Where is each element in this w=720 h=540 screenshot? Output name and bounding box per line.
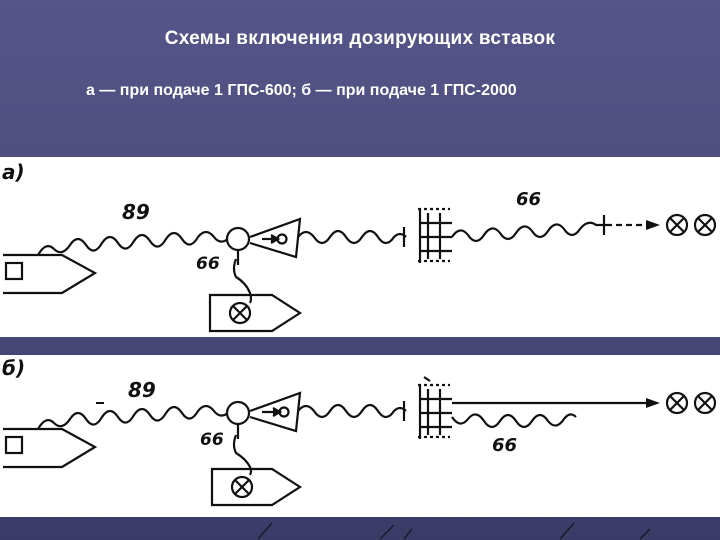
diagram-a-label: а) xyxy=(2,160,25,184)
hose-main-label: 89 xyxy=(128,378,156,402)
slide-title: Схемы включения дозирующих вставок xyxy=(164,28,556,49)
hose-middle xyxy=(297,403,407,419)
hose-out xyxy=(451,221,606,243)
manifold-comb xyxy=(418,376,452,439)
pump-truck xyxy=(3,427,98,469)
hose-main xyxy=(37,230,229,256)
dosing-insert xyxy=(249,391,302,433)
foam-tank-truck xyxy=(208,293,303,333)
hose-branch xyxy=(232,250,253,304)
diagram-a-panel: а) 89 xyxy=(0,157,720,337)
hose-out-label: 66 xyxy=(492,435,517,456)
hose-branch-label: 66 xyxy=(200,430,224,450)
diagram-b-svg: б) 89 xyxy=(2,356,717,507)
distributor-circle xyxy=(225,400,251,426)
hose-main-label: 89 xyxy=(122,200,150,224)
hose-out-label: 66 xyxy=(516,189,541,210)
diagram-b-label: б) xyxy=(2,356,25,380)
foam-tank-truck xyxy=(210,467,303,507)
diagram-a-svg: а) 89 xyxy=(2,160,717,333)
foam-generator-1 xyxy=(665,391,689,415)
hose-out xyxy=(451,413,577,429)
hose-main xyxy=(37,404,229,430)
hose-branch xyxy=(232,424,253,476)
hose-middle xyxy=(297,229,407,245)
foam-generator-1 xyxy=(665,213,689,237)
foam-generator-2 xyxy=(693,391,717,415)
pump-truck xyxy=(3,253,98,295)
manifold-comb xyxy=(418,207,452,263)
scan-marks xyxy=(257,522,651,540)
distributor-circle xyxy=(225,226,251,252)
slide-subtitle: а — при подаче 1 ГПС-600; б — при подаче… xyxy=(86,82,517,99)
foam-generator-2 xyxy=(693,213,717,237)
diagram-b-panel: б) 89 xyxy=(0,355,720,517)
hose-branch-label: 66 xyxy=(196,254,220,274)
dosing-insert xyxy=(249,217,302,259)
